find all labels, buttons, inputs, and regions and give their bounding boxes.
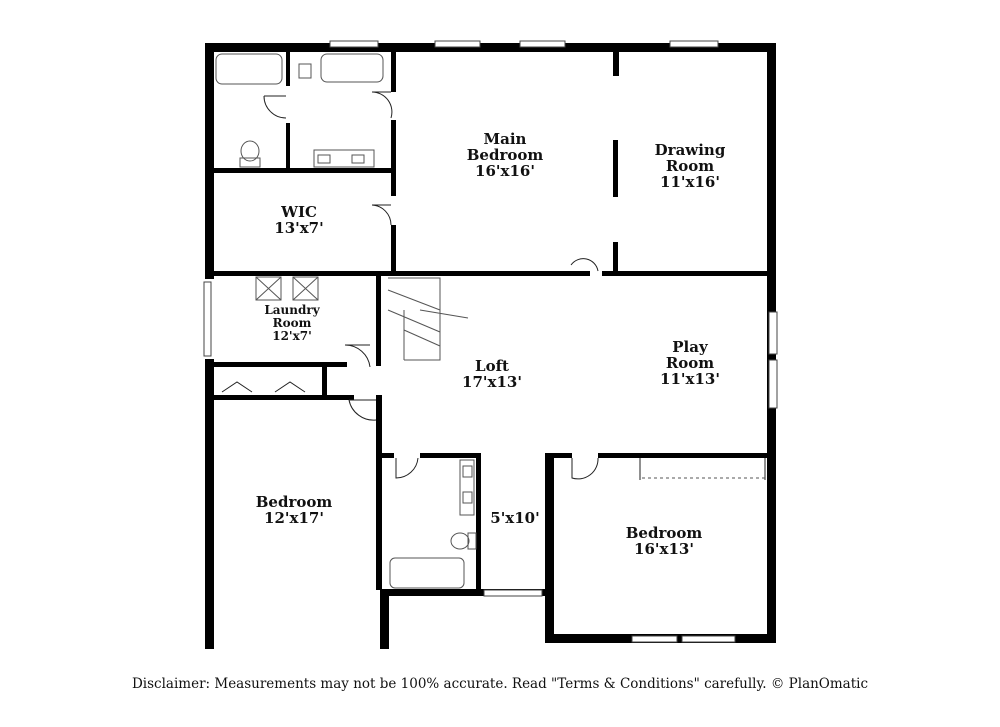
- drawing-room-name-line2: Room: [666, 157, 714, 175]
- room-hall: 5'x10': [490, 509, 539, 527]
- disclaimer-text: Disclaimer: Measurements may not be 100%…: [131, 676, 869, 692]
- play-room-size: 11'x13': [660, 370, 720, 388]
- drawing-room-name-line1: Drawing: [655, 141, 726, 159]
- play-room-name-line1: Play: [672, 338, 709, 356]
- room-drawing-room: Drawing Room 11'x16': [655, 141, 726, 191]
- drawing-room-size: 11'x16': [660, 173, 720, 191]
- wic-name: WIC: [280, 203, 317, 221]
- main-bedroom-name-line2: Bedroom: [467, 146, 544, 164]
- main-bedroom-size: 16'x16': [475, 162, 535, 180]
- laundry-size: 12'x7': [272, 329, 312, 343]
- bedroom-left-name: Bedroom: [256, 493, 333, 511]
- wic-size: 13'x7': [274, 219, 323, 237]
- fixtures: [215, 53, 477, 589]
- play-room-name-line2: Room: [666, 354, 714, 372]
- loft-name: Loft: [475, 357, 509, 375]
- room-bedroom-left: Bedroom 12'x17': [256, 493, 333, 527]
- room-main-bedroom: Main Bedroom 16'x16': [467, 130, 544, 180]
- bedroom-right-name: Bedroom: [626, 524, 703, 542]
- laundry-name-line1: Laundry: [264, 303, 320, 317]
- room-play-room: Play Room 11'x13': [660, 338, 720, 388]
- room-laundry: Laundry Room 12'x7': [264, 303, 320, 343]
- room-loft: Loft 17'x13': [462, 357, 522, 391]
- doors: [221, 91, 766, 480]
- hall-size: 5'x10': [490, 509, 539, 527]
- bedroom-left-size: 12'x17': [264, 509, 324, 527]
- laundry-name-line2: Room: [273, 316, 312, 330]
- main-bedroom-name-line1: Main: [484, 130, 527, 148]
- loft-size: 17'x13': [462, 373, 522, 391]
- windows: [203, 40, 778, 643]
- interior-walls: [214, 52, 768, 590]
- room-wic: WIC 13'x7': [274, 203, 323, 237]
- room-bedroom-right: Bedroom 16'x13': [626, 524, 703, 558]
- bedroom-right-size: 16'x13': [634, 540, 694, 558]
